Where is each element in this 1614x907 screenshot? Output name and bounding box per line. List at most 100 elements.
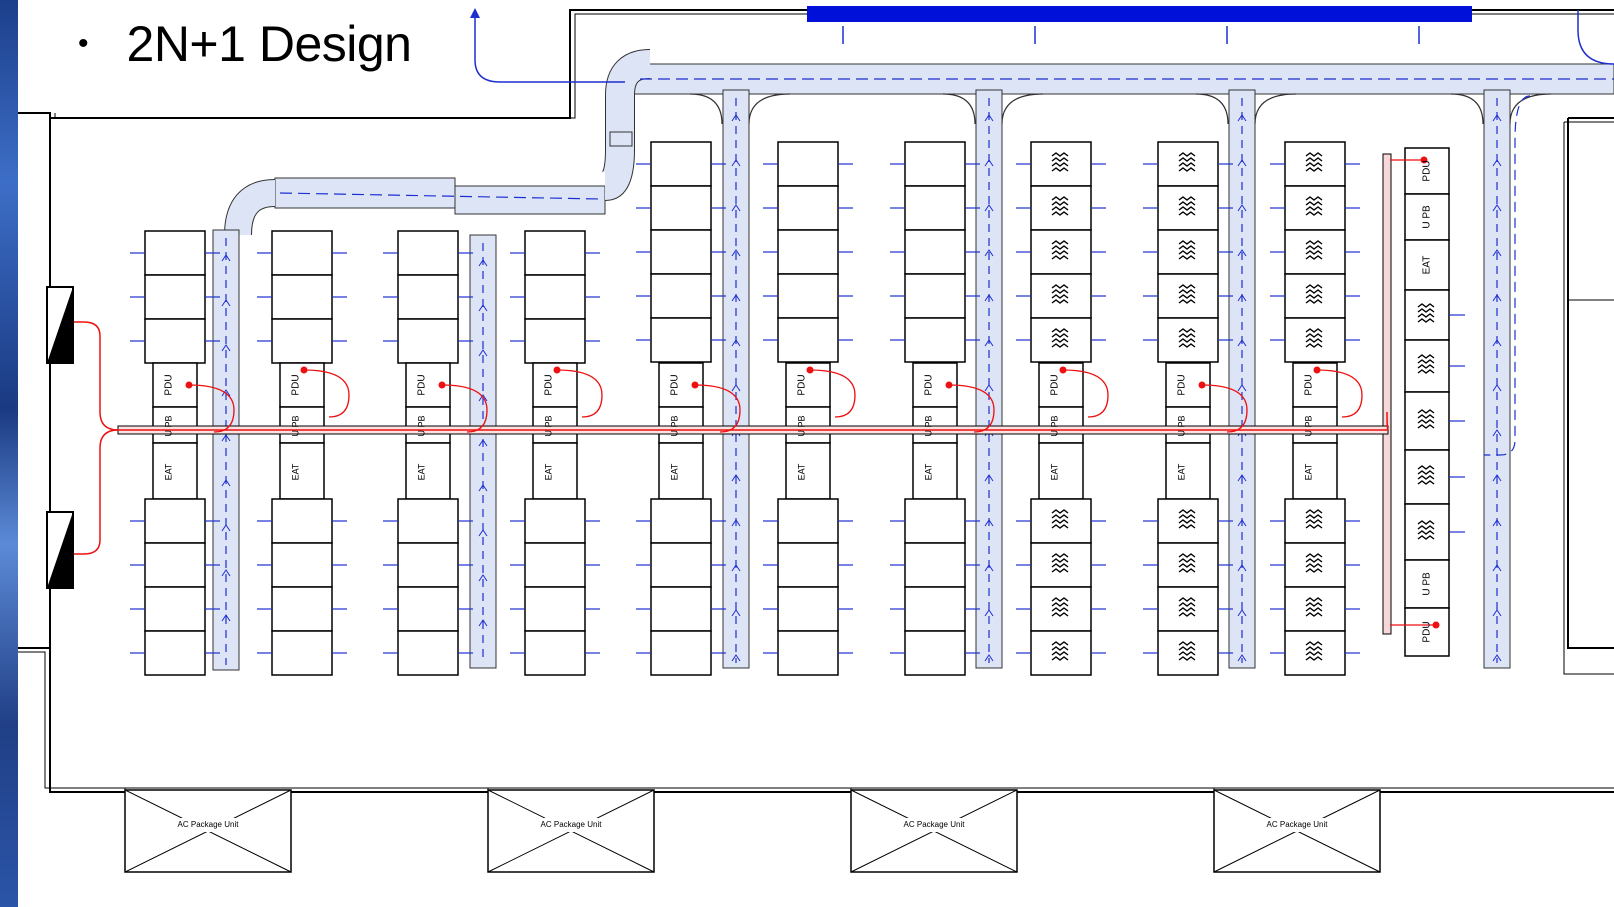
rack-unit	[524, 542, 586, 588]
tag-stroke	[1178, 211, 1196, 216]
tag-stroke	[1178, 338, 1196, 343]
tag-stroke	[1305, 201, 1323, 206]
airflow-arrow	[1237, 204, 1247, 212]
tag-stroke	[1417, 354, 1435, 359]
pdu-drop-loop	[556, 369, 603, 418]
tag-stroke	[1178, 289, 1196, 294]
tag-stroke	[1417, 409, 1435, 414]
rack-unit	[1157, 273, 1219, 319]
airflow-arrow	[731, 384, 741, 392]
tag-stroke	[1417, 480, 1435, 485]
airflow-arrow	[731, 609, 741, 617]
slide-title: 2N+1 Design	[126, 16, 412, 72]
airflow-arrow	[221, 344, 231, 352]
tag-stroke	[1305, 597, 1323, 602]
rack-unit	[777, 498, 839, 544]
rack-unit	[144, 498, 206, 544]
rack-unit	[1284, 630, 1346, 676]
rack-unit	[777, 630, 839, 676]
duct-elbow	[601, 50, 651, 200]
equipment-tag-icon	[1178, 196, 1196, 216]
airflow-arrow	[731, 564, 741, 572]
package-unit-label: AC Package Unit	[904, 820, 966, 829]
tag-stroke	[1051, 651, 1069, 656]
tag-stroke	[1178, 558, 1196, 563]
airflow-arrow	[1492, 519, 1502, 527]
package-unit-label: AC Package Unit	[178, 820, 240, 829]
rack-unit	[1284, 542, 1346, 588]
airflow-arrow	[1237, 519, 1247, 527]
right-column-cabinet	[1404, 239, 1450, 291]
airflow-arrow	[984, 609, 994, 617]
rack-unit	[144, 586, 206, 632]
tag-stroke	[1178, 284, 1196, 289]
airflow-arrow	[984, 159, 994, 167]
equipment-tag-icon	[1305, 509, 1323, 529]
tag-stroke	[1305, 646, 1323, 651]
eat-label: EAT	[1049, 463, 1059, 480]
airflow-arrow	[221, 479, 231, 487]
slide-background-strip	[0, 0, 18, 907]
tag-stroke	[1417, 369, 1435, 374]
right-column-cabinet	[1404, 289, 1450, 341]
equipment-tag-icon	[1051, 641, 1069, 661]
equipment-tag-icon	[1417, 409, 1435, 429]
eat-cabinet	[405, 442, 451, 500]
riser-link	[1386, 411, 1389, 431]
air-ducts	[212, 8, 1614, 671]
eat-cabinet	[279, 442, 325, 500]
tag-stroke	[1051, 167, 1069, 172]
tag-stroke	[1178, 162, 1196, 167]
slide-bullet: • 2N+1 Design	[78, 14, 412, 74]
tag-stroke	[1051, 328, 1069, 333]
upb-label: U PB	[163, 415, 173, 436]
rack-unit	[144, 318, 206, 364]
right-column-cabinet	[1404, 559, 1450, 609]
tag-stroke	[1417, 470, 1435, 475]
rack-unit	[650, 542, 712, 588]
tag-stroke	[1051, 519, 1069, 524]
duct-fillet	[1001, 93, 1044, 125]
tag-stroke	[1305, 333, 1323, 338]
eat-cabinet	[152, 442, 198, 500]
airflow-arrow	[984, 204, 994, 212]
rack-unit	[1030, 317, 1092, 363]
equipment-tag-icon	[1051, 196, 1069, 216]
tag-stroke	[1051, 245, 1069, 250]
tag-stroke	[1178, 299, 1196, 304]
upb-label: U PB	[796, 415, 806, 436]
tag-stroke	[1178, 167, 1196, 172]
equipment-tag-icon	[1305, 328, 1323, 348]
airflow-arrow	[984, 339, 994, 347]
tag-stroke	[1178, 602, 1196, 607]
equipment-tag-icon	[1305, 152, 1323, 172]
tag-stroke	[1178, 250, 1196, 255]
airflow-arrow	[221, 299, 231, 307]
tag-stroke	[1305, 206, 1323, 211]
upb-cabinet	[152, 406, 198, 444]
tag-stroke	[1417, 359, 1435, 364]
tag-stroke	[1305, 162, 1323, 167]
pdu-label: PDU	[797, 374, 808, 395]
eat-cabinet	[532, 442, 578, 500]
airflow-arrow	[1237, 384, 1247, 392]
rack-unit	[1030, 498, 1092, 544]
airflow-arrow	[1492, 204, 1502, 212]
left-branch-duct	[454, 185, 606, 215]
rack-unit	[1030, 185, 1092, 231]
airflow-arrow	[984, 114, 994, 122]
pdu-label: PDU	[1050, 374, 1061, 395]
tag-stroke	[1051, 553, 1069, 558]
pdu-label: PDU	[417, 374, 428, 395]
duct-fillet	[689, 93, 723, 125]
tag-stroke	[1051, 299, 1069, 304]
upb-label: U PB	[416, 415, 426, 436]
rack-unit	[1284, 498, 1346, 544]
rack-unit	[777, 141, 839, 187]
package-unit-label: AC Package Unit	[1267, 820, 1329, 829]
rack-unit	[144, 630, 206, 676]
upb-label: U PB	[1176, 415, 1186, 436]
rack-unit	[650, 586, 712, 632]
airflow-arrow	[1237, 159, 1247, 167]
